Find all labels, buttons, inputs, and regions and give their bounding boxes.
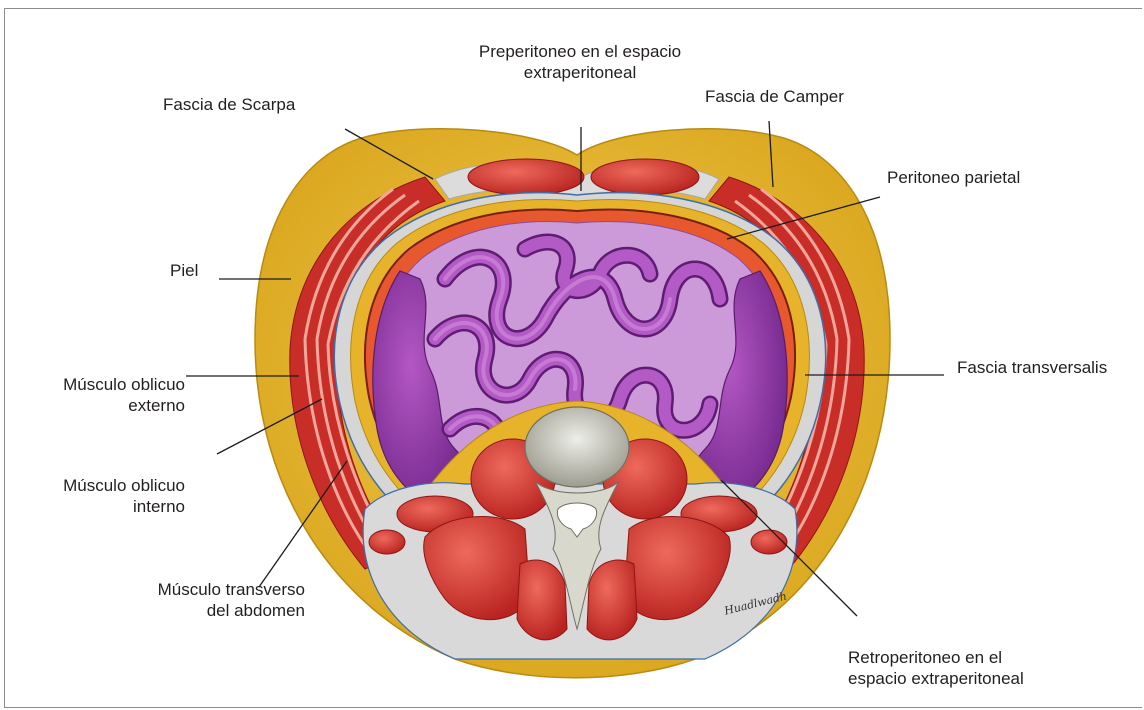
label-oblicuo-interno-line1: Músculo oblicuo (15, 475, 185, 496)
erector-muscle-right-inner (587, 560, 637, 640)
rectus-muscle-right (591, 159, 699, 195)
label-preperitoneo-line2: extraperitoneal (445, 62, 715, 83)
label-transverso-line2: del abdomen (115, 600, 305, 621)
label-oblicuo-interno-line2: interno (15, 496, 185, 517)
label-transverso-line1: Músculo transverso (115, 579, 305, 600)
label-oblicuo-externo-line1: Músculo oblicuo (15, 374, 185, 395)
label-retroperitoneo-line2: espacio extraperitoneal (848, 668, 1024, 689)
label-piel: Piel (170, 260, 198, 281)
label-transverso: Músculo transverso del abdomen (115, 579, 305, 621)
label-fascia-camper: Fascia de Camper (705, 86, 844, 107)
label-oblicuo-externo: Músculo oblicuo externo (15, 374, 185, 416)
vertebral-body (525, 407, 629, 487)
lateral-muscle-right (751, 530, 787, 554)
lateral-muscle-left (369, 530, 405, 554)
rectus-muscle-left (468, 159, 584, 195)
label-fascia-transversalis: Fascia transversalis (957, 357, 1107, 378)
label-fascia-scarpa: Fascia de Scarpa (163, 94, 295, 115)
label-preperitoneo: Preperitoneo en el espacio extraperitone… (445, 41, 715, 83)
label-preperitoneo-line1: Preperitoneo en el espacio (445, 41, 715, 62)
erector-muscle-left-inner (517, 560, 567, 640)
label-oblicuo-externo-line2: externo (15, 395, 185, 416)
figure-frame: Preperitoneo en el espacio extraperitone… (4, 8, 1142, 708)
label-peritoneo-parietal: Peritoneo parietal (887, 167, 1020, 188)
label-retroperitoneo: Retroperitoneo en el espacio extraperito… (848, 647, 1024, 689)
label-oblicuo-interno: Músculo oblicuo interno (15, 475, 185, 517)
label-retroperitoneo-line1: Retroperitoneo en el (848, 647, 1024, 668)
